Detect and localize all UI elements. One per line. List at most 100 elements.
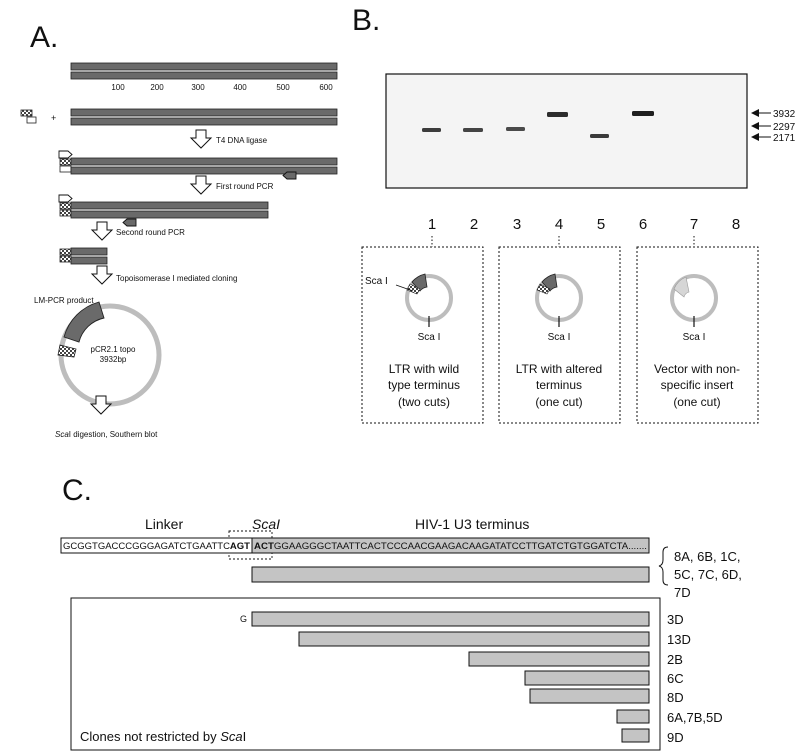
clone-bar-9d bbox=[621, 728, 650, 743]
final-step-rest: I digestion, Southern blot bbox=[69, 430, 158, 439]
size-marker-2297: 2297 bbox=[773, 122, 796, 133]
linker-block-icon bbox=[59, 202, 72, 210]
inset-one-cut-altered bbox=[498, 246, 621, 424]
scai-label: ScaI bbox=[252, 516, 280, 532]
gel-band-lane-2 bbox=[463, 128, 483, 132]
panel-b-label: B. bbox=[352, 4, 380, 37]
linker-top-icon bbox=[20, 109, 33, 117]
inset-insert-segment bbox=[411, 273, 428, 292]
inset-linker-segment bbox=[406, 283, 421, 295]
wt-clones-line: 7D bbox=[674, 585, 691, 600]
inset1-caption-line: type terminus bbox=[388, 378, 460, 392]
insert-segment bbox=[63, 301, 105, 343]
gel-image bbox=[385, 73, 748, 189]
gel-band-lane-4 bbox=[547, 112, 568, 117]
reverse-primer-icon bbox=[282, 171, 297, 180]
scale-tick-200: 200 bbox=[150, 83, 164, 92]
sequence-linker-text: GCGGTGACCCGGGAGATCTGAATTC bbox=[63, 541, 231, 551]
scale-tick-400: 400 bbox=[233, 83, 247, 92]
inset2-site-bottom: Sca I bbox=[548, 332, 571, 343]
inset-one-cut-vector bbox=[636, 246, 759, 424]
clone-label: 13D bbox=[667, 632, 691, 647]
linker-block-icon bbox=[59, 158, 72, 166]
panel-c-label: C. bbox=[62, 474, 92, 507]
ligated-bottom-strand bbox=[70, 166, 338, 175]
linker-bottom-icon bbox=[26, 116, 37, 124]
wt-clones-bar bbox=[251, 566, 650, 583]
unrestricted-clones-box bbox=[70, 597, 661, 751]
lane-label: 6 bbox=[639, 216, 647, 233]
inset1-site-top: Sca I bbox=[365, 276, 388, 287]
down-arrow-icon bbox=[89, 395, 113, 415]
inset-insert-segment bbox=[541, 273, 558, 292]
pcr1-top-strand bbox=[70, 201, 269, 210]
pcr2-bottom-strand bbox=[70, 256, 108, 265]
step-topo-cloning: Topoisomerase I mediated cloning bbox=[116, 274, 237, 283]
nested-primer-icon bbox=[122, 218, 137, 227]
step-second-round-pcr: Second round PCR bbox=[116, 228, 185, 237]
size-marker-3932: 3932 bbox=[773, 109, 796, 120]
inset2-caption-line: LTR with altered bbox=[516, 362, 602, 376]
inset1-caption-line: LTR with wild bbox=[389, 362, 459, 376]
panel-a: 100 200 300 400 500 600 + T4 DNA ligase … bbox=[20, 62, 338, 439]
final-step-italic: Sca bbox=[55, 430, 69, 439]
scai-label-text: ScaI bbox=[252, 516, 280, 532]
lane-label: 3 bbox=[513, 216, 521, 233]
lane-label: 5 bbox=[597, 216, 605, 233]
linker-segment bbox=[57, 344, 77, 358]
gel-band-lane-5 bbox=[590, 134, 609, 138]
terminus-label: HIV-1 U3 terminus bbox=[415, 516, 529, 532]
clone-label: 2B bbox=[667, 652, 683, 667]
clone-bar-8d bbox=[529, 688, 650, 704]
wt-clones-line: 8A, 6B, 1C, bbox=[674, 549, 740, 564]
panel-a-label: A. bbox=[30, 21, 58, 54]
lm-pcr-product-label: LM-PCR product bbox=[34, 296, 94, 305]
scale-tick-600: 600 bbox=[319, 83, 333, 92]
clone-bar-6c bbox=[524, 670, 650, 686]
step-first-round-pcr: First round PCR bbox=[216, 182, 274, 191]
inset-two-cuts bbox=[361, 246, 484, 424]
panel-c: Linker ScaI HIV-1 U3 terminus GCGGTGACCC… bbox=[60, 516, 742, 751]
box-caption-suffix: I bbox=[243, 729, 247, 744]
step-t4-ligase: T4 DNA ligase bbox=[216, 136, 268, 145]
scale-tick-100: 100 bbox=[111, 83, 125, 92]
size-marker-2171: 2171 bbox=[773, 133, 796, 144]
box-caption-prefix: Clones not restricted by bbox=[80, 729, 220, 744]
scale-tick-500: 500 bbox=[276, 83, 290, 92]
inset2-caption-line: (one cut) bbox=[535, 395, 582, 409]
sequence-act: ACT bbox=[254, 541, 275, 551]
box-caption-italic: Sca bbox=[220, 729, 242, 744]
scale-tick-300: 300 bbox=[191, 83, 205, 92]
g-mark: G bbox=[240, 614, 247, 624]
panel-b: 3932 2297 2171 1 2 3 4 5 6 7 8 Sca I Sca… bbox=[361, 73, 796, 424]
down-arrow-icon bbox=[90, 265, 114, 285]
clone-bar-3d bbox=[251, 611, 650, 627]
fragment-top-strand bbox=[70, 108, 338, 117]
down-arrow-icon bbox=[189, 175, 213, 195]
plasmid-size: 3932bp bbox=[100, 355, 127, 364]
linker-block-icon bbox=[59, 165, 72, 173]
gel-band-lane-1 bbox=[422, 128, 441, 132]
clone-bar-13d bbox=[298, 631, 650, 647]
gel-band-lane-6 bbox=[632, 111, 654, 116]
lane-label: 8 bbox=[732, 216, 740, 233]
down-arrow-icon bbox=[90, 221, 114, 241]
sequence-agt: AGT bbox=[230, 541, 251, 551]
fragment-bottom-strand bbox=[70, 117, 338, 126]
plasmid-name: pCR2.1 topo bbox=[91, 345, 136, 354]
clone-label: 6A,7B,5D bbox=[667, 710, 723, 725]
pcr1-bottom-strand bbox=[70, 210, 269, 219]
inset3-caption-line: (one cut) bbox=[673, 395, 720, 409]
clone-label: 6C bbox=[667, 671, 684, 686]
inset2-caption-line: terminus bbox=[536, 378, 582, 392]
primer-arrow-icon bbox=[58, 194, 73, 203]
wt-clones-line: 5C, 7C, 6D, bbox=[674, 567, 742, 582]
clone-bar-2b bbox=[468, 651, 650, 667]
linker-block-icon bbox=[59, 248, 72, 256]
inset1-caption-line: (two cuts) bbox=[398, 395, 450, 409]
down-arrow-icon bbox=[189, 129, 213, 149]
plus-sign: + bbox=[51, 113, 56, 123]
